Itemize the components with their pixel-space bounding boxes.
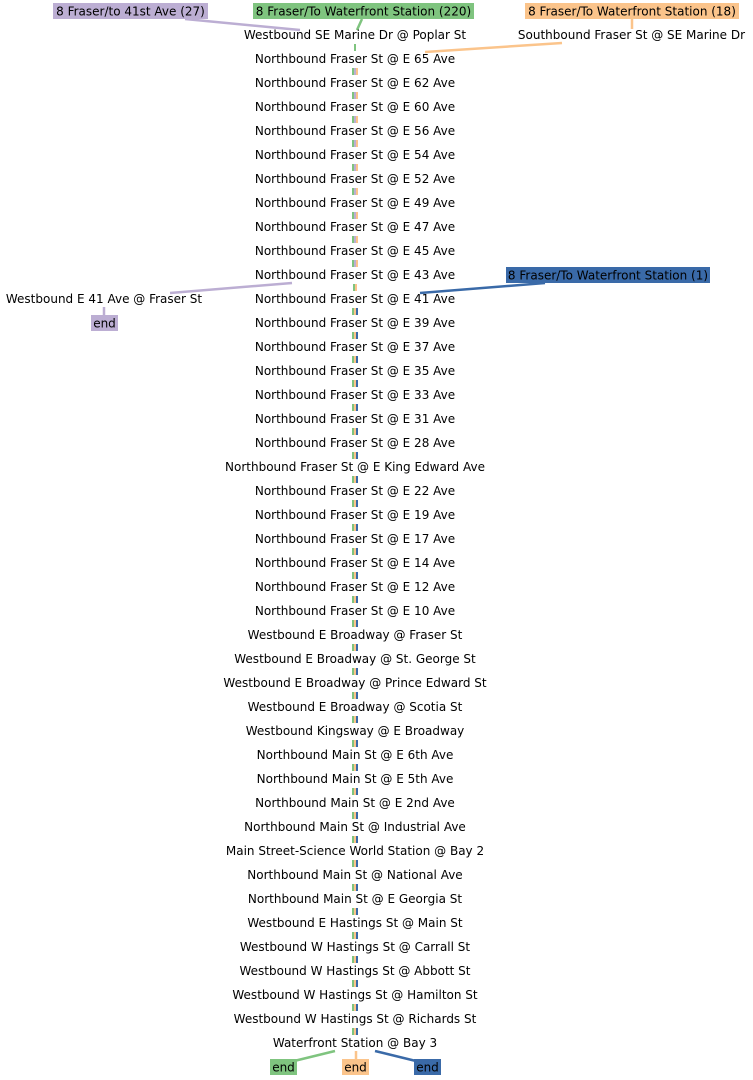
stop-label: Northbound Fraser St @ E 56 Ave xyxy=(255,124,455,138)
stop-label: Northbound Fraser St @ E 22 Ave xyxy=(255,484,455,498)
stop-label: Westbound E Broadway @ St. George St xyxy=(234,652,476,666)
end-badge-purple-bg xyxy=(91,315,118,331)
stop-label: Westbound E Hastings St @ Main St xyxy=(247,916,462,930)
stop-label: Westbound Kingsway @ E Broadway xyxy=(246,724,465,738)
stop-label: Waterfront Station @ Bay 3 xyxy=(273,1036,437,1050)
stop-label: Northbound Fraser St @ E 31 Ave xyxy=(255,412,455,426)
stop-label: Northbound Main St @ Industrial Ave xyxy=(244,820,466,834)
route-badge-blue-bg xyxy=(506,267,710,283)
blue-start-connector xyxy=(419,281,546,295)
orange-merge-connector xyxy=(424,41,563,54)
stop-label: Northbound Fraser St @ E 17 Ave xyxy=(255,532,455,546)
route-badge-blue-label: 8 Fraser/To Waterfront Station (1) xyxy=(508,269,708,283)
stop-label: Westbound W Hastings St @ Hamilton St xyxy=(232,988,478,1002)
end-badge-purple: end xyxy=(91,315,118,331)
side-stop-southbound: Southbound Fraser St @ SE Marine Dr xyxy=(518,28,745,42)
end-badge-green-label: end xyxy=(272,1061,295,1075)
stop-label: Northbound Fraser St @ E King Edward Ave xyxy=(225,460,485,474)
stop-label: Northbound Fraser St @ E 49 Ave xyxy=(255,196,455,210)
stop-label: Main Street-Science World Station @ Bay … xyxy=(226,844,484,858)
route-badge-green-label: 8 Fraser/To Waterfront Station (220) xyxy=(256,5,471,19)
end-badge-blue: end xyxy=(414,1059,441,1075)
end-badge-orange-bg xyxy=(342,1059,369,1075)
stop-label: Northbound Fraser St @ E 37 Ave xyxy=(255,340,455,354)
stop-label: Northbound Fraser St @ E 45 Ave xyxy=(255,244,455,258)
stop-label: Northbound Fraser St @ E 12 Ave xyxy=(255,580,455,594)
stop-label: Northbound Fraser St @ E 54 Ave xyxy=(255,148,455,162)
stop-label: Northbound Fraser St @ E 19 Ave xyxy=(255,508,455,522)
purple-branch-connector xyxy=(169,281,293,295)
stop-label: Westbound W Hastings St @ Carrall St xyxy=(240,940,471,954)
route-badge-green-bg xyxy=(253,3,474,19)
route-badge-purple-bg xyxy=(53,3,208,19)
stop-label: Northbound Main St @ E Georgia St xyxy=(248,892,462,906)
stop-label: Northbound Fraser St @ E 33 Ave xyxy=(255,388,455,402)
green-start-connector xyxy=(355,18,364,31)
end-badge-orange-label: end xyxy=(344,1061,367,1075)
stop-label: Northbound Fraser St @ E 60 Ave xyxy=(255,100,455,114)
route-badge-orange-label: 8 Fraser/To Waterfront Station (18) xyxy=(528,5,736,19)
end-badge-orange: end xyxy=(342,1059,369,1075)
stop-label: Northbound Fraser St @ E 52 Ave xyxy=(255,172,455,186)
stop-label: Northbound Fraser St @ E 43 Ave xyxy=(255,268,455,282)
stop-label: Westbound E Broadway @ Fraser St xyxy=(248,628,463,642)
route-badge-purple-label: 8 Fraser/to 41st Ave (27) xyxy=(56,5,205,19)
route-badge-purple: 8 Fraser/to 41st Ave (27) xyxy=(53,3,208,19)
green-end-connector xyxy=(289,1049,336,1064)
stop-label: Northbound Fraser St @ E 35 Ave xyxy=(255,364,455,378)
end-badge-green: end xyxy=(270,1059,297,1075)
end-badge-blue-bg xyxy=(414,1059,441,1075)
stop-label: Northbound Main St @ E 2nd Ave xyxy=(255,796,455,810)
blue-end-connector xyxy=(374,1049,421,1064)
stop-label: Northbound Fraser St @ E 47 Ave xyxy=(255,220,455,234)
stop-labels: Westbound SE Marine Dr @ Poplar St Northb… xyxy=(223,28,486,1050)
stop-label: Northbound Fraser St @ E 41 Ave xyxy=(255,292,455,306)
stop-label: Westbound W Hastings St @ Abbott St xyxy=(239,964,470,978)
end-badge-blue-label: end xyxy=(416,1061,439,1075)
route-badge-orange: 8 Fraser/To Waterfront Station (18) xyxy=(525,3,739,19)
stop-label: Northbound Main St @ E 5th Ave xyxy=(257,772,454,786)
stop-label: Northbound Fraser St @ E 14 Ave xyxy=(255,556,455,570)
stop-label: Northbound Main St @ National Ave xyxy=(247,868,462,882)
stop-label: Westbound SE Marine Dr @ Poplar St xyxy=(244,28,467,42)
stop-label: Northbound Fraser St @ E 39 Ave xyxy=(255,316,455,330)
stop-label: Northbound Fraser St @ E 62 Ave xyxy=(255,76,455,90)
stop-label: Northbound Fraser St @ E 10 Ave xyxy=(255,604,455,618)
stop-label: Westbound W Hastings St @ Richards St xyxy=(234,1012,477,1026)
side-stop-westbound-41: Westbound E 41 Ave @ Fraser St xyxy=(6,292,203,306)
route-badge-orange-bg xyxy=(525,3,739,19)
stop-label: Northbound Fraser St @ E 65 Ave xyxy=(255,52,455,66)
stop-label: Northbound Main St @ E 6th Ave xyxy=(257,748,454,762)
purple-start-connector xyxy=(184,17,301,32)
route-badge-green: 8 Fraser/To Waterfront Station (220) xyxy=(253,3,474,19)
route-badge-blue: 8 Fraser/To Waterfront Station (1) xyxy=(506,267,710,283)
end-badge-purple-label: end xyxy=(93,317,116,331)
stop-label: Northbound Fraser St @ E 28 Ave xyxy=(255,436,455,450)
stop-label: Westbound E Broadway @ Prince Edward St xyxy=(223,676,486,690)
end-badge-green-bg xyxy=(270,1059,297,1075)
stop-label: Westbound E Broadway @ Scotia St xyxy=(248,700,463,714)
route-edges xyxy=(102,17,634,1064)
